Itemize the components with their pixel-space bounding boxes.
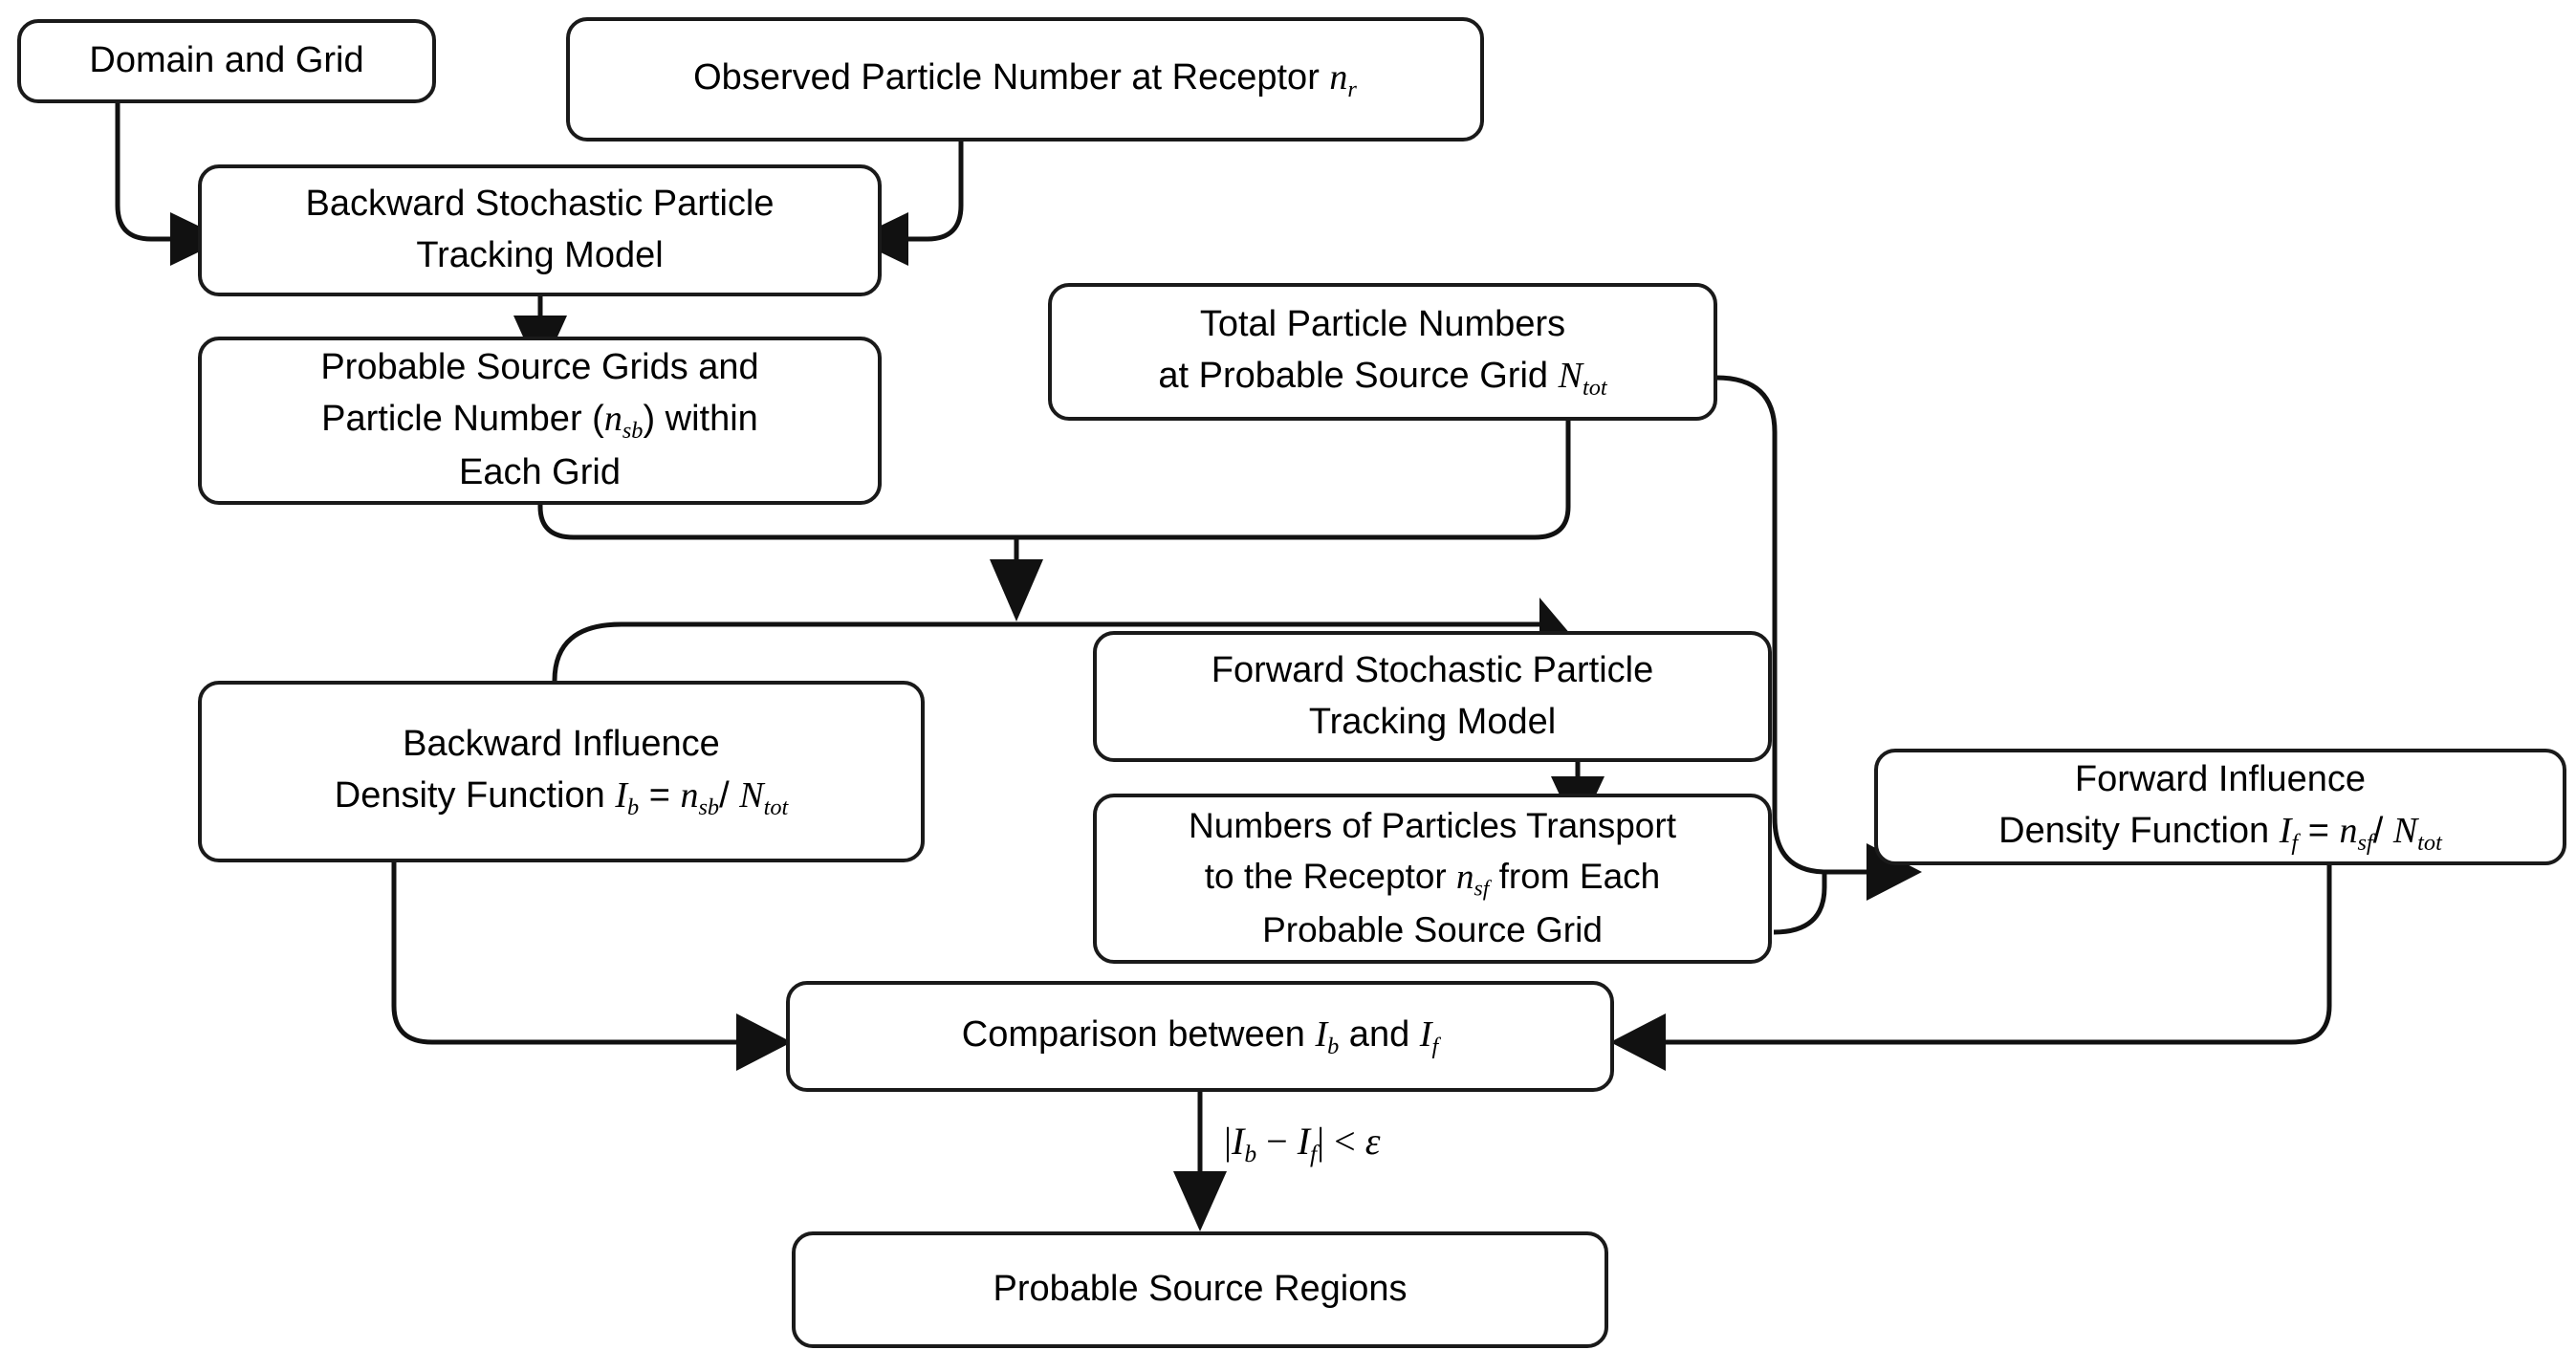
observed-var-n: n	[1329, 56, 1348, 98]
cmp-var-If: I	[1419, 1013, 1432, 1055]
bidf-sub-sb: sb	[698, 794, 720, 820]
edge-total-particles-to-bus	[1016, 421, 1571, 540]
node-observed-particle-number[interactable]: Observed Particle Number at Receptor nr	[566, 17, 1484, 142]
cmp-sub-b: b	[1327, 1033, 1340, 1059]
edge-forward-idf-to-comparison	[1610, 865, 2332, 1071]
cmp-sub-f: f	[1431, 1033, 1439, 1059]
fidf-sub-f: f	[2291, 829, 2299, 856]
npt-var-n: n	[1456, 857, 1474, 897]
edge-comparison-to-regions	[1173, 1092, 1227, 1231]
eps-symbol: ε	[1364, 1120, 1381, 1163]
bidf-var-n: n	[680, 774, 699, 816]
node-probable-source-regions[interactable]: Probable Source Regions	[792, 1231, 1608, 1348]
node-observed-particle-number-label: Observed Particle Number at Receptor nr	[693, 56, 1357, 102]
node-domain-and-grid-label: Domain and Grid	[89, 40, 364, 81]
edge-backward-idf-to-comparison	[391, 860, 792, 1071]
eps-sub-b: b	[1244, 1140, 1257, 1168]
eps-var-Ib: I	[1232, 1120, 1245, 1163]
edge-label-epsilon-condition: |Ib − If| < ε	[1224, 1120, 1381, 1168]
fidf-var-n: n	[2339, 810, 2358, 851]
node-comparison-label: Comparison between Ib and If	[961, 1013, 1439, 1059]
node-probable-source-regions-label: Probable Source Regions	[993, 1269, 1408, 1310]
bidf-var-I: I	[615, 774, 627, 816]
fidf-sub-sf: sf	[2357, 829, 2373, 856]
psg-var-n: n	[603, 398, 622, 439]
bidf-sub-tot: tot	[763, 794, 789, 820]
psg-sub-sb: sb	[622, 417, 644, 444]
node-domain-and-grid[interactable]: Domain and Grid	[17, 19, 436, 103]
cmp-var-Ib: I	[1315, 1013, 1328, 1055]
tpn-var-N: N	[1558, 355, 1583, 396]
bidf-sub-b: b	[626, 794, 640, 820]
bidf-var-N: N	[739, 774, 764, 816]
npt-sub-sf: sf	[1474, 876, 1490, 902]
fidf-var-I: I	[2279, 810, 2292, 851]
tpn-sub-tot: tot	[1582, 374, 1607, 401]
observed-sub-r: r	[1347, 76, 1357, 102]
edge-numbers-to-forward-idf	[1773, 872, 1827, 935]
fidf-sub-tot: tot	[2417, 829, 2442, 856]
fidf-var-N: N	[2392, 810, 2418, 851]
eps-sub-f: f	[1310, 1140, 1318, 1168]
eps-var-If: I	[1297, 1120, 1311, 1163]
edge-probable-grids-to-bus	[537, 505, 1016, 540]
edge-bus-down-arrow	[990, 537, 1043, 621]
node-comparison[interactable]: Comparison between Ib and If	[786, 981, 1614, 1092]
